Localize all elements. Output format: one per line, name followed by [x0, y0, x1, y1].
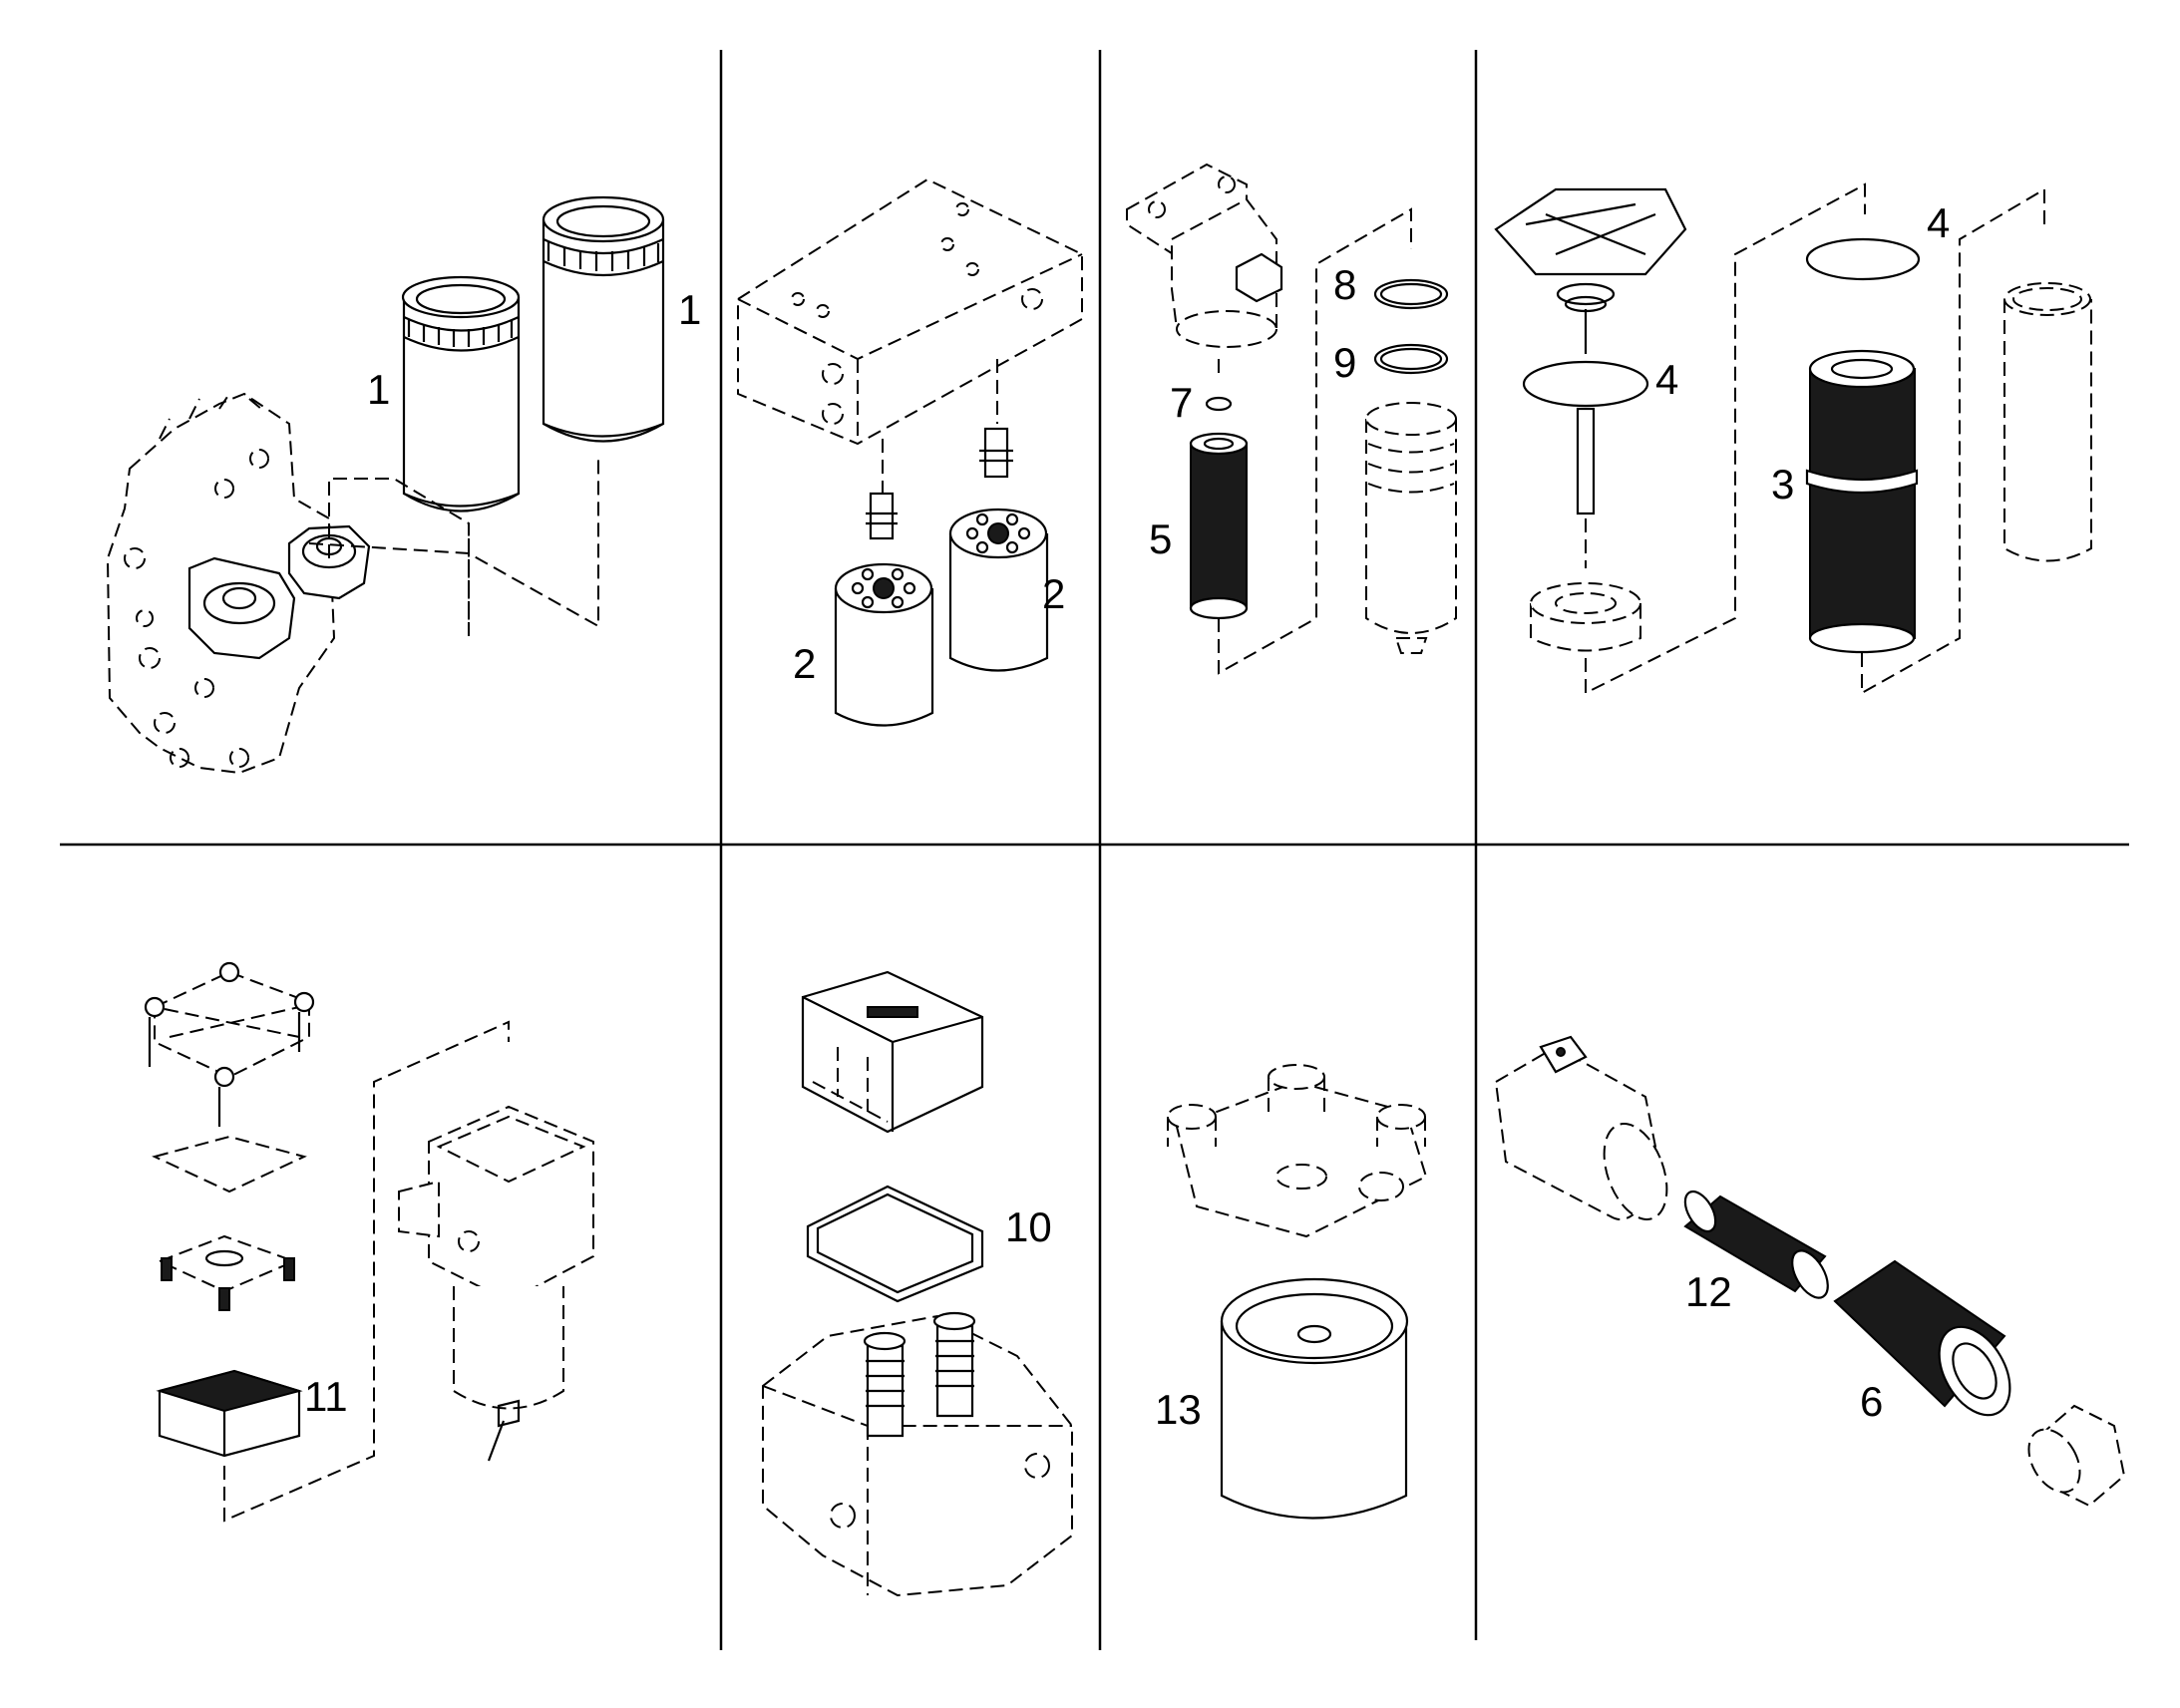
- label-part-8: 8: [1333, 261, 1356, 308]
- filter-housing-pipe: [1494, 1035, 1668, 1220]
- cartridge-13: [1220, 1277, 1409, 1520]
- element-12: [1683, 1190, 1829, 1299]
- panel-filter-cartridge: [1167, 1064, 1428, 1520]
- panel-cover-strainer: [1494, 182, 2092, 695]
- gasket-10: [806, 1185, 984, 1303]
- label-part-5: 5: [1149, 515, 1172, 562]
- element-6: [1833, 1259, 2011, 1417]
- label-part-2b: 2: [1042, 570, 1065, 617]
- label-part-12: 12: [1685, 1268, 1732, 1315]
- manifold-block: [737, 177, 1083, 446]
- element-11: [156, 1369, 303, 1458]
- panel-cylinder-head: [762, 970, 1073, 1597]
- filter-base: [1530, 582, 1641, 652]
- panel-manifold-filters: [737, 177, 1083, 727]
- cylinder-head: [762, 1311, 1073, 1597]
- nipple-2b: [979, 427, 1013, 479]
- strainer-element-3: [1805, 349, 1919, 654]
- label-part-9: 9: [1333, 339, 1356, 386]
- panel-grid: [60, 50, 2129, 1650]
- separator-body: [398, 1105, 594, 1462]
- panel-inline-filter: [1126, 163, 1457, 675]
- label-part-4a: 4: [1655, 356, 1678, 403]
- spin-on-filter-2b: [948, 508, 1049, 672]
- label-part-1b: 1: [678, 286, 701, 333]
- filter-element-5: [1189, 432, 1249, 620]
- label-part-11: 11: [304, 1373, 348, 1420]
- filter-head: [1126, 163, 1283, 348]
- filter-cover: [1494, 187, 1687, 313]
- spin-on-filter-2a: [834, 562, 934, 727]
- label-part-3: 3: [1771, 461, 1794, 508]
- label-part-1a: 1: [367, 366, 390, 413]
- cup-outline: [2003, 282, 2092, 562]
- label-part-10: 10: [1005, 1203, 1052, 1250]
- label-part-13: 13: [1155, 1386, 1202, 1433]
- valve-cover: [801, 970, 984, 1134]
- nipple-2a: [866, 492, 898, 540]
- label-part-6: 6: [1860, 1378, 1883, 1425]
- panel-fuel-water-separator: [144, 961, 594, 1523]
- end-cap: [2027, 1404, 2126, 1508]
- part-labels: 1 1 2 2 8 9 7 5 4 4 3 11 10 13 12 6: [304, 199, 1950, 1433]
- spin-on-filter-1a: [401, 275, 521, 512]
- spin-on-filter-1b: [542, 195, 665, 443]
- filter-bowl: [1365, 402, 1457, 654]
- panel-pipe-filter: [1494, 1035, 2126, 1508]
- separator-cover: [144, 961, 315, 1127]
- transmission-housing: [106, 392, 371, 775]
- cartridge-head: [1167, 1064, 1428, 1238]
- label-part-7: 7: [1170, 379, 1193, 426]
- label-part-2a: 2: [793, 640, 816, 687]
- label-part-4b: 4: [1927, 199, 1950, 246]
- panel-housing-spin-on-filters: [106, 195, 665, 775]
- separator-plate: [157, 1234, 297, 1311]
